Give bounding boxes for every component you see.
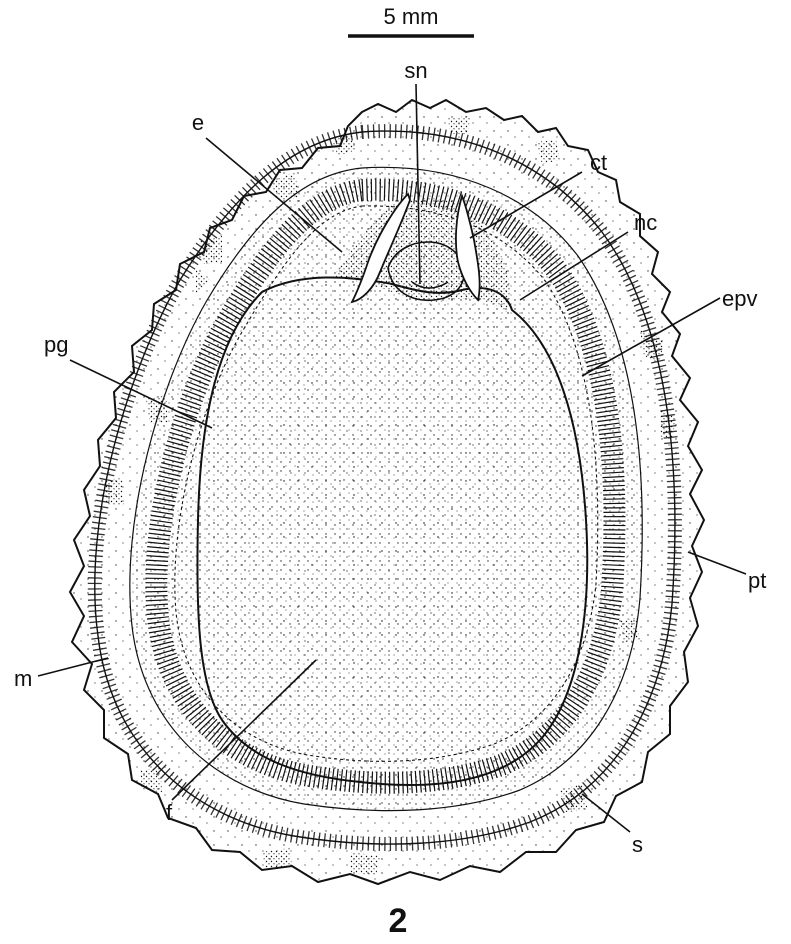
label-sn: sn: [404, 58, 427, 83]
label-ct: ct: [590, 150, 607, 175]
scale-bar: 5 mm: [348, 4, 474, 36]
foot: [197, 277, 587, 785]
label-pt: pt: [748, 568, 766, 593]
label-m: m: [14, 666, 32, 691]
label-epv: epv: [722, 286, 757, 311]
figure-number: 2: [389, 902, 408, 940]
label-f: f: [166, 800, 173, 825]
foot-outline: [197, 277, 587, 785]
label-pg: pg: [44, 332, 68, 357]
label-s: s: [632, 832, 643, 857]
label-nc: nc: [634, 210, 657, 235]
scale-bar-label: 5 mm: [384, 4, 439, 29]
label-e: e: [192, 110, 204, 135]
